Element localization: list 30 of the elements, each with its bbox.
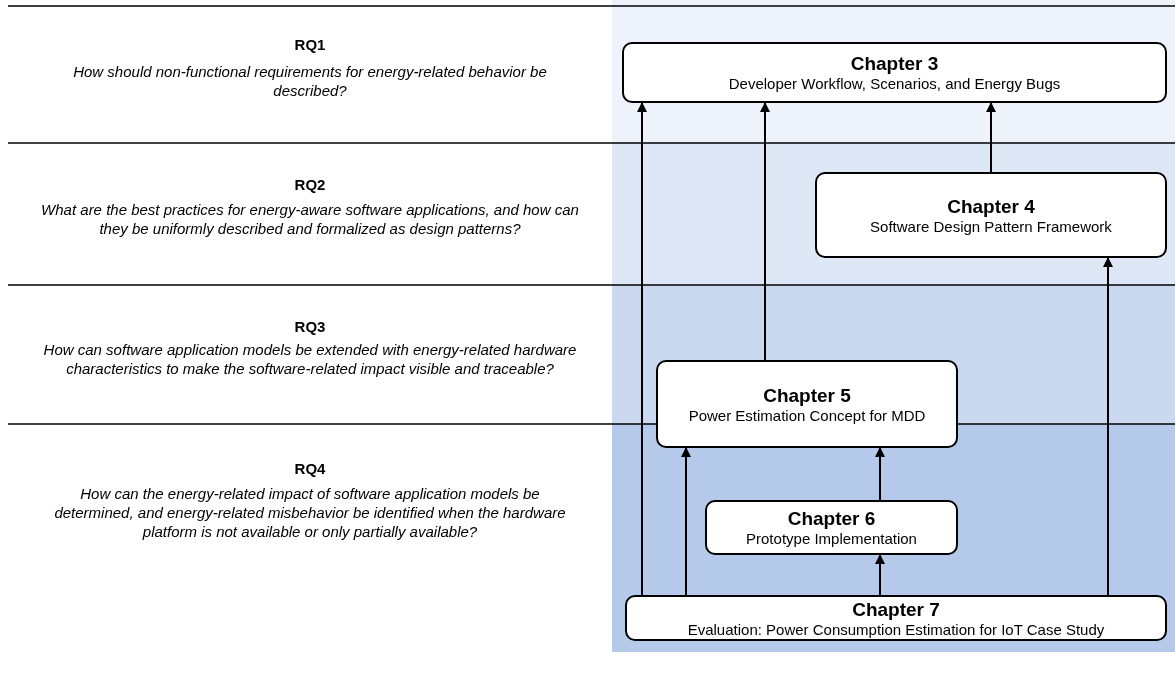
arrow (875, 554, 885, 596)
research-question-label: RQ2 (293, 176, 327, 193)
research-question-label: RQ1 (293, 36, 327, 53)
chapter-title: Chapter 3 (850, 53, 939, 75)
chapter-subtitle: Evaluation: Power Consumption Estimation for IoT Case Study (687, 620, 1105, 638)
research-question-text: How can software application models be extended with energy-related hardware characteristics to make the software-related impact visible and traceable? (42, 340, 578, 378)
chapter-title: Chapter 6 (787, 508, 876, 530)
chapter-title: Chapter 4 (947, 195, 1035, 218)
chapter-box (815, 172, 1167, 258)
chapter-subtitle: Software Design Pattern Framework (870, 217, 1112, 235)
research-question-text: How should non-functional requirements for energy-related behavior be described? (72, 62, 548, 100)
research-question-text: What are the best practices for energy-aware software applications, and how can they be uniformly described and formalized as design patterns? (40, 200, 580, 238)
chapter-subtitle: Power Estimation Concept for MDD (688, 406, 926, 424)
arrow (681, 447, 691, 596)
chapter-title: Chapter 7 (852, 598, 940, 621)
arrow (875, 447, 885, 501)
chapter-box (622, 42, 1167, 103)
research-question-label: RQ4 (293, 460, 327, 477)
chapter-title: Chapter 5 (763, 384, 851, 407)
arrow (986, 102, 996, 173)
chapter-box (625, 595, 1167, 641)
chapter-subtitle: Prototype Implementation (746, 530, 917, 547)
arrow (637, 102, 647, 596)
chapter-box (705, 500, 958, 555)
arrow (1103, 257, 1113, 596)
research-question-label: RQ3 (293, 318, 327, 335)
arrow (760, 102, 770, 361)
chapter-box (656, 360, 958, 448)
chapter-subtitle: Developer Workflow, Scenarios, and Energy Bugs (728, 75, 1061, 92)
research-question-text: How can the energy-related impact of software application models be determined, and energy-related misbehavior be identified when the hardware platform is not available or only partially available? (53, 484, 567, 541)
